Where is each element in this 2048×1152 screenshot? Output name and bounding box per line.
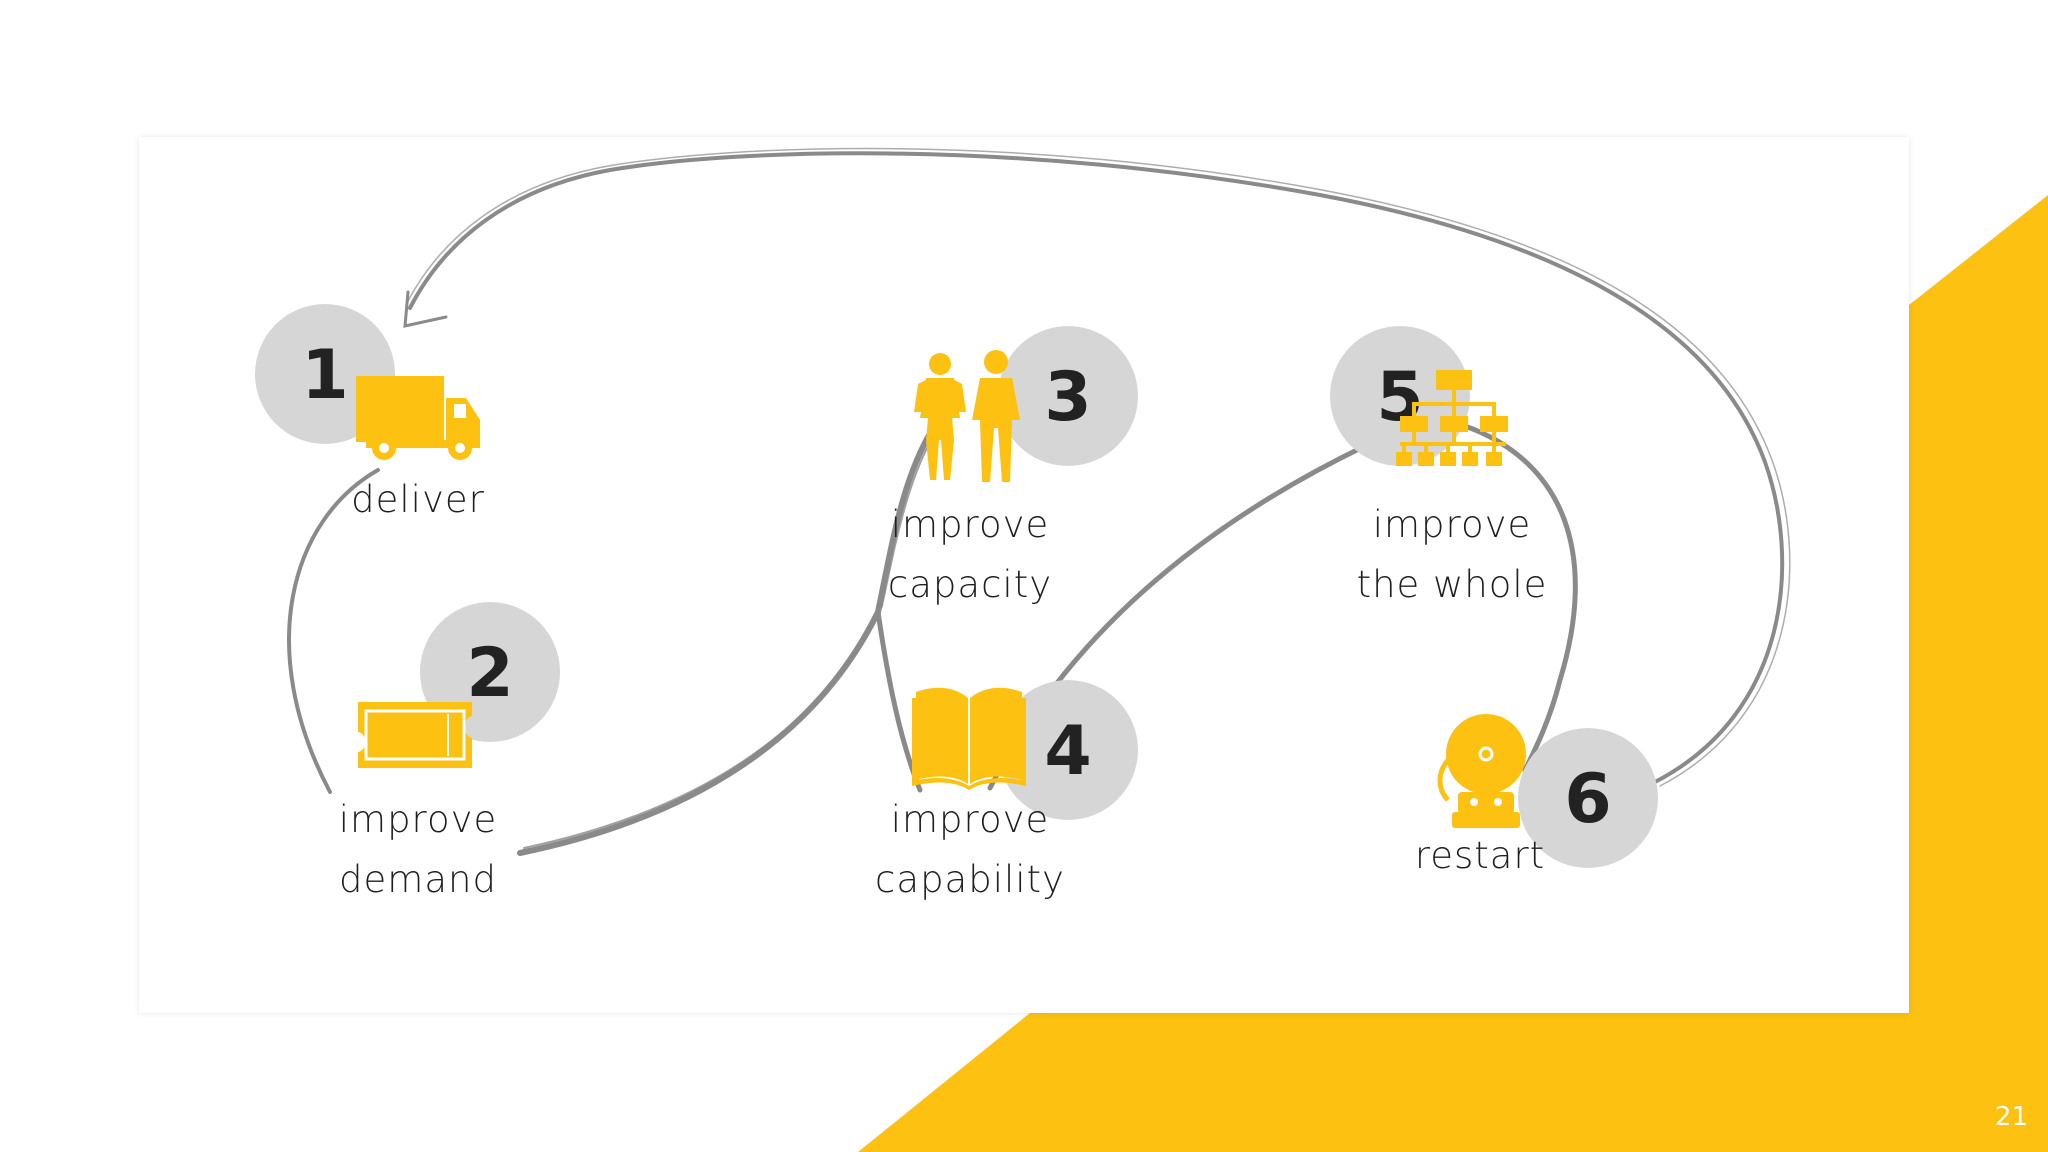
step-label-3: improve capacity (888, 495, 1052, 615)
step-3: 3 (914, 326, 1138, 482)
org-chart-icon (1396, 370, 1508, 466)
page-number: 21 (1994, 1102, 2028, 1132)
diagram-card (139, 137, 1909, 1013)
flow-arrow-1-to-2 (287, 468, 380, 794)
step-number-6: 6 (1564, 760, 1611, 839)
step-label-5: improve the whole (1357, 495, 1548, 615)
accent-triangle-bottom (858, 1013, 1909, 1152)
step-1: 1 (255, 304, 480, 460)
step-4: 4 (912, 680, 1138, 820)
step-badge-5 (1330, 326, 1470, 466)
ticket-icon (358, 702, 472, 768)
accent-triangle-right (1909, 195, 2048, 1152)
step-number-3: 3 (1044, 358, 1091, 437)
step-number-2: 2 (466, 634, 513, 713)
step-label-4-line-2: capability (875, 858, 1065, 901)
step-label-3-line-2: capacity (887, 563, 1053, 606)
step-badge-4 (998, 680, 1138, 820)
people-icon (914, 350, 1020, 482)
flow-arrow-2-to-3 (517, 427, 935, 856)
step-label-6: restart (1415, 826, 1545, 886)
step-label-2-line-1: improve (338, 798, 498, 841)
step-badge-3 (998, 326, 1138, 466)
flow-arrow-6-to-1-echo (405, 147, 1791, 787)
flow-arrow-5-to-6 (1462, 423, 1578, 773)
step-2: 2 (358, 602, 560, 768)
step-label-3-line-1: improve (890, 503, 1050, 546)
step-badge-6 (1518, 728, 1658, 868)
flow-arrow-2-to-3-echo (523, 427, 939, 849)
step-label-6-line-1: restart (1414, 834, 1546, 877)
step-5: 5 (1330, 326, 1508, 466)
step-label-4-line-1: improve (890, 798, 1050, 841)
step-6: 6 (1437, 714, 1658, 868)
step-label-2: improve demand (339, 790, 498, 910)
step-label-2-line-2: demand (339, 858, 497, 901)
step-label-1: deliver (351, 470, 485, 530)
alarm-bell-icon (1437, 714, 1526, 828)
step-number-4: 4 (1044, 712, 1091, 791)
step-label-5-line-2: the whole (1356, 563, 1548, 606)
flow-arrow-6-to-1 (408, 151, 1785, 784)
step-label-1-line-1: deliver (351, 478, 485, 521)
step-number-1: 1 (301, 336, 348, 415)
book-icon (912, 687, 1026, 790)
truck-icon (356, 376, 480, 460)
step-label-5-line-1: improve (1372, 503, 1532, 546)
step-label-4: improve capability (875, 790, 1065, 910)
flow-arrowhead (403, 290, 448, 328)
